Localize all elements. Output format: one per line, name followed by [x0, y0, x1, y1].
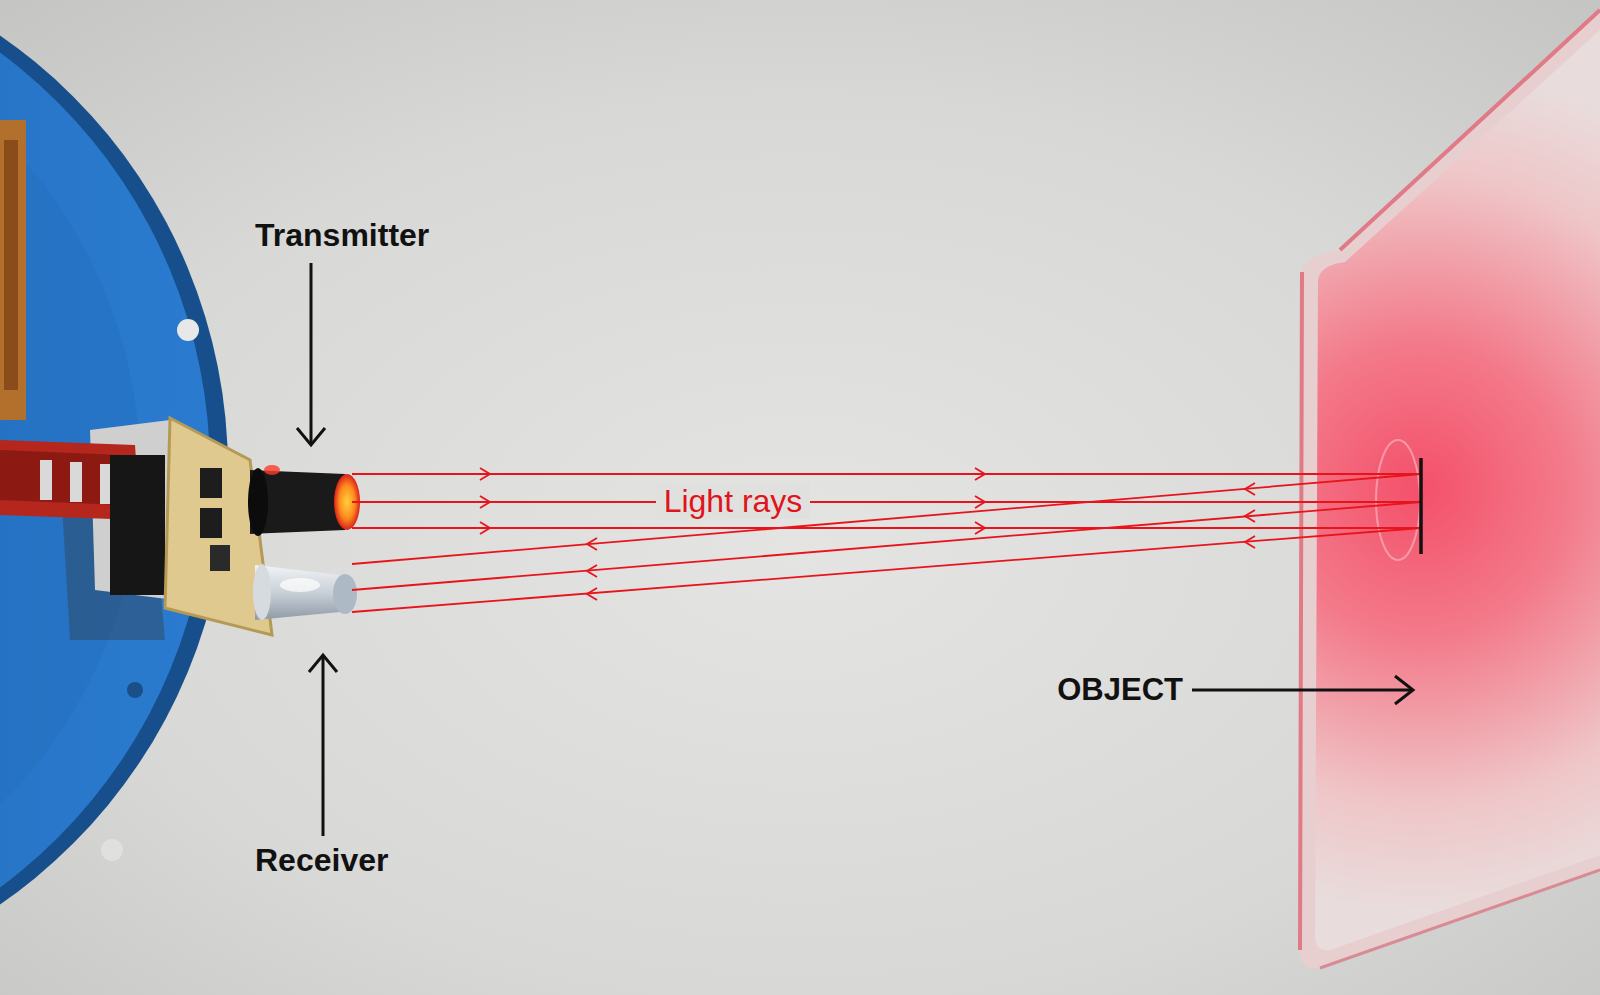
- leader-arrow: [297, 263, 1413, 836]
- ray-label: Light rays: [656, 483, 811, 520]
- surface-mark: [1419, 458, 1423, 554]
- part-label: Transmitter: [255, 217, 429, 254]
- part-label: OBJECT: [1057, 672, 1183, 708]
- part-label: Receiver: [255, 842, 388, 879]
- light-ray: [352, 468, 1421, 612]
